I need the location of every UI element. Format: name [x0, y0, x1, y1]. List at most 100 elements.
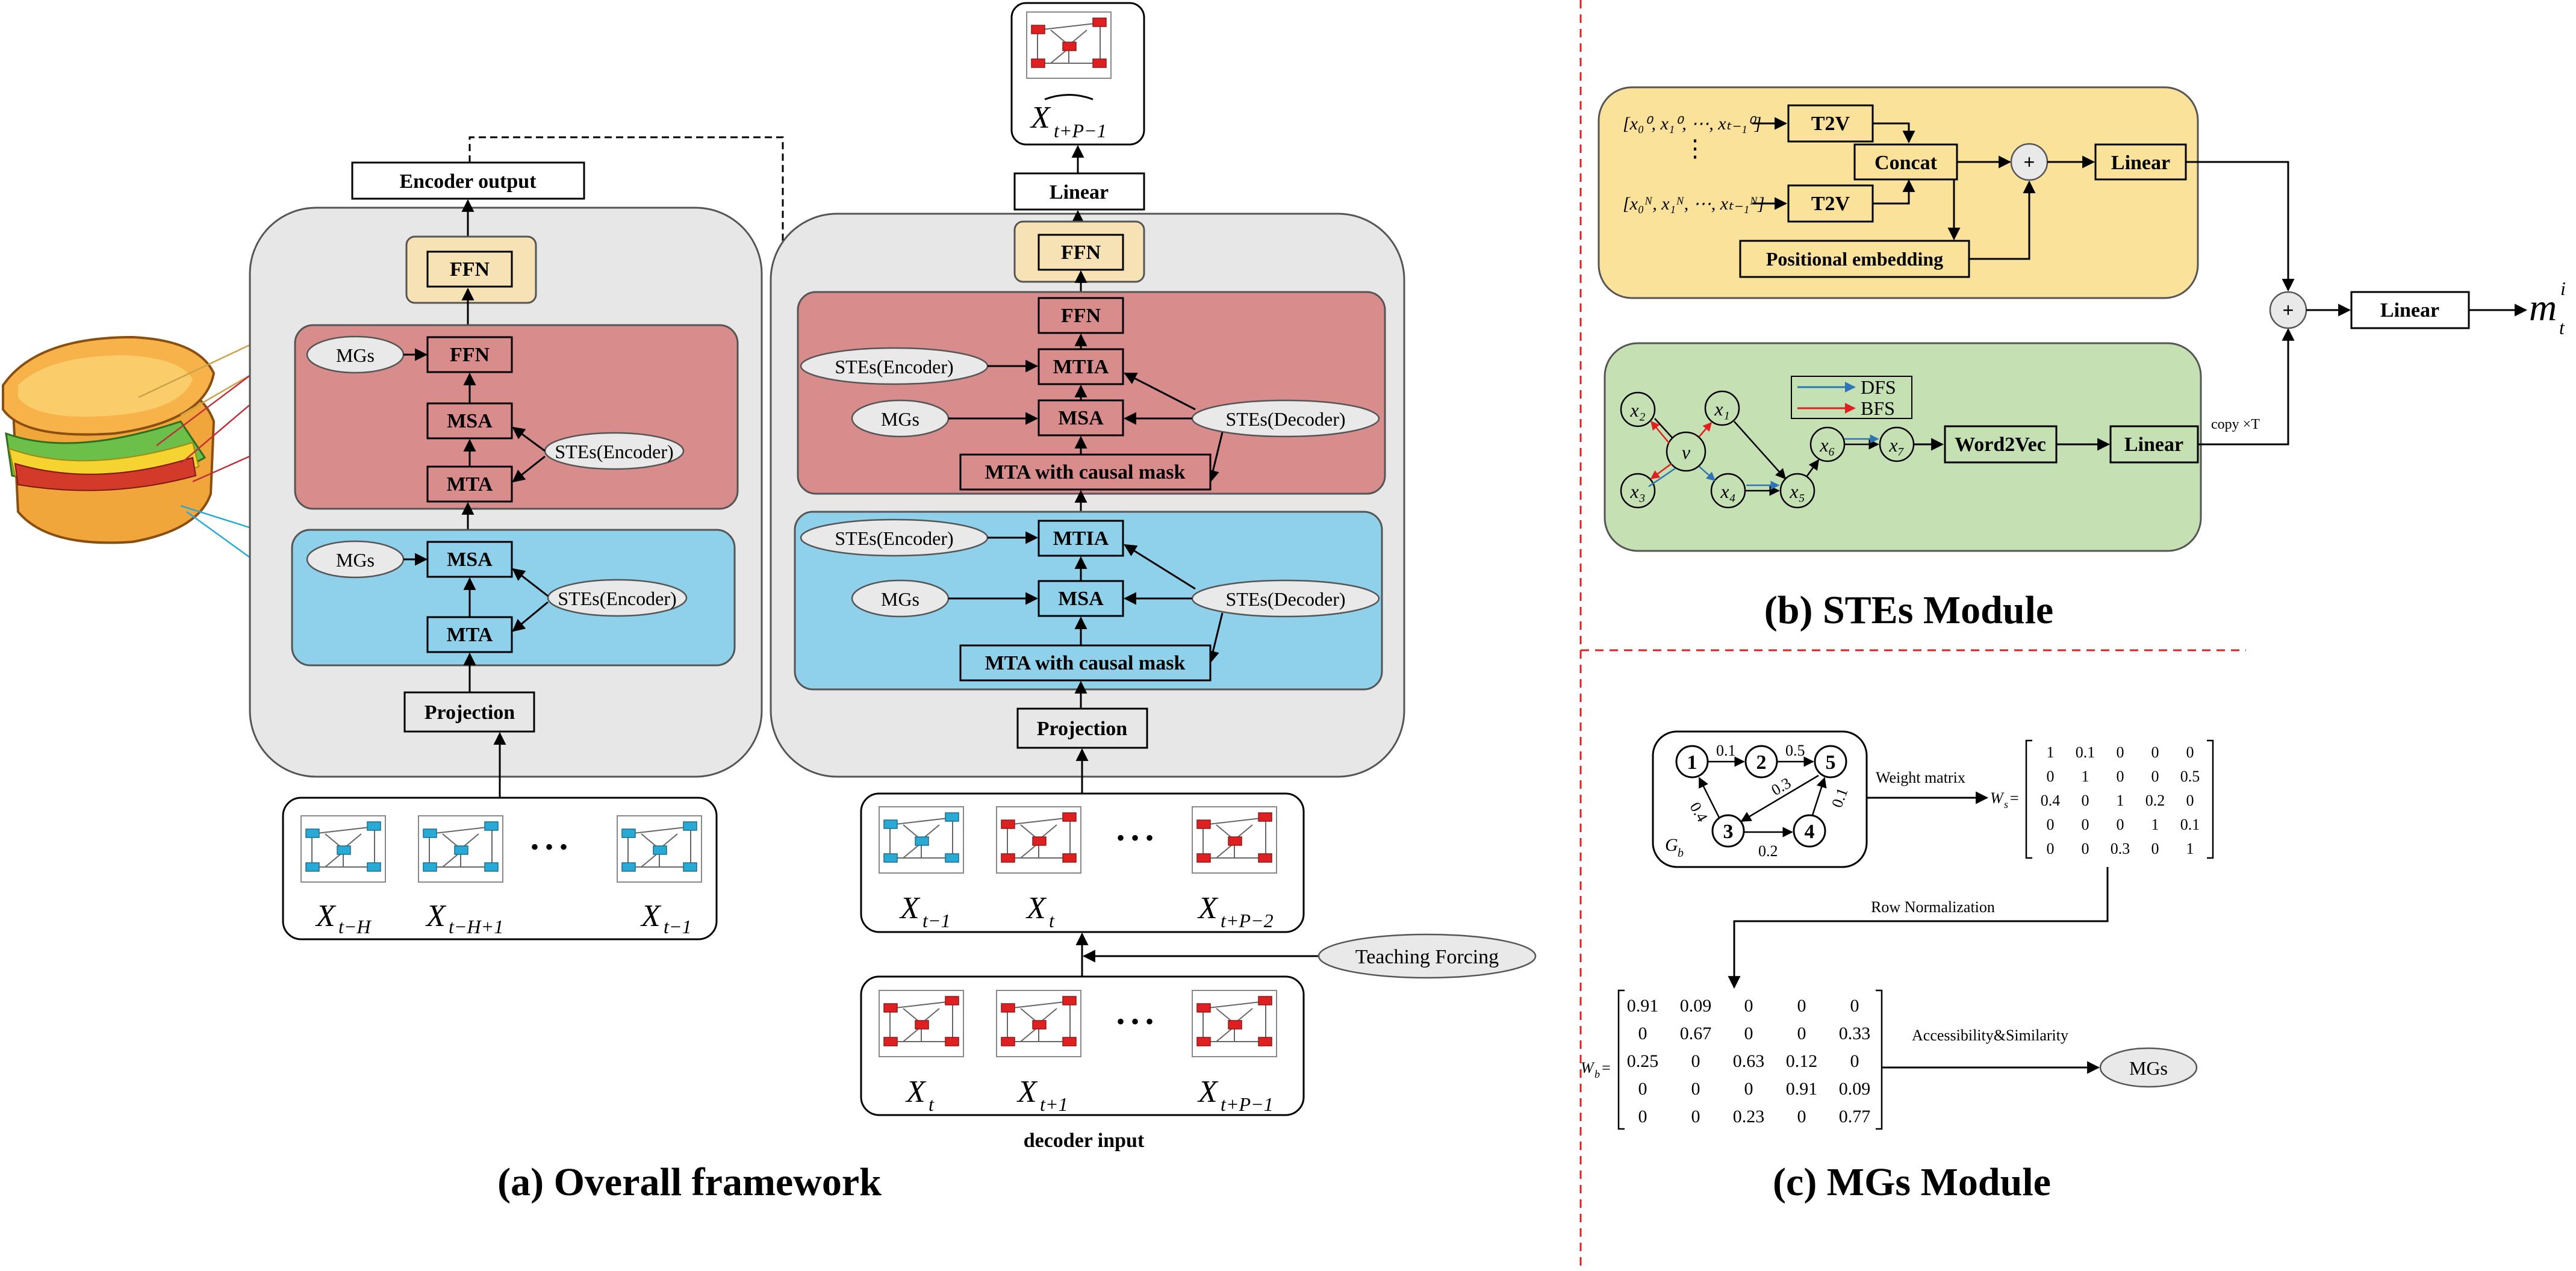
- encoder-red-ffn-box: [426, 336, 513, 373]
- encoder-red-msa-label: MSA: [447, 410, 493, 432]
- mgs-module: 1 2 5 3 4 0.1 0.5 0.4 0.3 0.1 0.2 G b We…: [1581, 730, 2214, 1130]
- ws-cell: 0: [2082, 840, 2089, 857]
- decoder-blue-mtia-box: [1038, 520, 1124, 557]
- svg-text:=: =: [1602, 1059, 1611, 1077]
- ws-cell: 0: [2151, 744, 2159, 761]
- encoder-output-label: Encoder output: [399, 170, 537, 193]
- mgs-node-3: 3: [1723, 821, 1734, 843]
- wb-cell: 0.09: [1839, 1079, 1871, 1099]
- encoder-output-box: [351, 161, 585, 200]
- wb-cell: 0: [1797, 996, 1806, 1016]
- encoder-ffn-top-box: [426, 250, 513, 288]
- mgs-node-5: 5: [1826, 751, 1836, 774]
- wb-cell: 0: [1691, 1051, 1700, 1071]
- encoder-ffn-top-label: FFN: [450, 258, 490, 281]
- stes-node-x6: x₆: [1819, 434, 1835, 456]
- decoder-projection-box: [1016, 707, 1148, 749]
- decoder-input-graph-1: [879, 806, 964, 874]
- decoder-red-mgs-label: MGs: [881, 408, 919, 430]
- stes-linear-top-box: [2094, 143, 2187, 181]
- mgs-ws-label: W: [1990, 789, 2005, 807]
- stes-copy-label: copy ×T: [2211, 417, 2260, 432]
- encoder-projection-box: [403, 691, 535, 733]
- encoder-blue-mta-label: MTA: [447, 624, 493, 646]
- ws-cell: 0: [2047, 840, 2055, 857]
- wb-cell: 0: [1744, 1024, 1753, 1043]
- decoder-input-graph-2: [996, 806, 1081, 874]
- decoder-blue-mtia-label: MTIA: [1053, 527, 1109, 550]
- stes-positional-box: [1739, 240, 1970, 278]
- svg-text:=: =: [2010, 789, 2019, 807]
- encoder-blue-msa-box: [426, 541, 513, 578]
- encoder-input-ellipsis: • • •: [530, 833, 568, 860]
- encoder-blue-stes-ellipse: [547, 579, 688, 617]
- ws-cell: 0: [2117, 816, 2124, 833]
- ws-cell: 0.1: [2076, 744, 2095, 761]
- wb-cell: 0.12: [1786, 1051, 1818, 1071]
- mgs-ws-sub: s: [2004, 798, 2008, 810]
- encoder-input-graph-3: [617, 815, 702, 883]
- encoder-input-graph-1: [300, 815, 386, 883]
- wb-cell: 0: [1691, 1079, 1700, 1099]
- wb-cell: 0: [1638, 1024, 1647, 1043]
- mgs-node-2: 2: [1756, 751, 1767, 774]
- encoder-red-msa-box: [426, 402, 513, 440]
- ws-cell: 0: [2151, 768, 2159, 785]
- decoder-red-mtia-label: MTIA: [1053, 356, 1109, 378]
- wb-cell: 0.23: [1733, 1107, 1765, 1126]
- mgs-edge-2-5: 0.5: [1785, 742, 1805, 759]
- mgs-output-ellipse: [2099, 1047, 2198, 1088]
- ws-cell: 1: [2082, 768, 2089, 785]
- decoder-red-msa-label: MSA: [1058, 407, 1104, 429]
- decoder-red-mtia-box: [1038, 348, 1124, 385]
- decoder-input2-sub-2: t+1: [1040, 1093, 1068, 1115]
- decoder-red-block: [797, 291, 1386, 495]
- encoder-blue-msa-label: MSA: [447, 548, 493, 571]
- decoder-input-label-1: X: [899, 891, 921, 925]
- mgs-wb-sub: b: [1594, 1068, 1600, 1080]
- stes-node-x2: x₂: [1629, 399, 1645, 421]
- stes-node-x5: x₅: [1789, 480, 1805, 502]
- decoder-input-graph-3: [1192, 806, 1277, 874]
- decoder-red-stes-enc-label: STEs(Encoder): [835, 356, 953, 378]
- decoder-ffn-top-box: [1038, 234, 1124, 271]
- stes-module: [x₀⁰, x₁⁰, ⋯, xₜ₋₁⁰] ⋮ [x₀ᴺ, x₁ᴺ, ⋯, xₜ₋…: [1598, 86, 2566, 552]
- ws-cell: 0: [2047, 816, 2055, 833]
- mgs-node-4: 4: [1805, 821, 1815, 843]
- wb-cell: 0.25: [1627, 1051, 1659, 1071]
- encoder-input-label-2: X: [425, 899, 447, 933]
- stes-node-x4: x₄: [1720, 480, 1735, 502]
- decoder-blue-mta-label: MTA with causal mask: [985, 652, 1186, 674]
- mgs-graph-label: G: [1665, 835, 1678, 855]
- stes-linear-bottom-label: Linear: [2124, 434, 2183, 456]
- decoder-input-ellipsis-1: • • •: [1116, 824, 1154, 851]
- stes-concat-label: Concat: [1874, 152, 1938, 174]
- stes-output-sup: i: [2560, 278, 2566, 299]
- decoder-output-graph: [1026, 11, 1112, 79]
- ws-cell: 0: [2117, 744, 2124, 761]
- encoder-input-sub-3: t−1: [664, 916, 691, 937]
- decoder-blue-stes-enc-label: STEs(Encoder): [835, 527, 953, 549]
- wb-cell: 0.91: [1627, 996, 1659, 1016]
- wb-cell: 0: [1638, 1079, 1647, 1099]
- mgs-access-label: Accessibility&Similarity: [1912, 1027, 2068, 1044]
- decoder-linear-label: Linear: [1050, 181, 1109, 204]
- wb-cell: 0: [1850, 1051, 1859, 1071]
- stes-vdots: ⋮: [1683, 135, 1707, 162]
- mgs-edge-3-4: 0.2: [1758, 842, 1778, 860]
- stes-node-x7: x₇: [1888, 434, 1904, 456]
- decoder-red-mta-box: [959, 453, 1212, 491]
- stes-word2vec-label: Word2Vec: [1955, 434, 2046, 456]
- ws-cell: 0: [2186, 744, 2194, 761]
- ws-cell: 1: [2047, 744, 2055, 761]
- encoder-blue-mta-box: [426, 616, 513, 653]
- stes-node-x3: x₃: [1629, 480, 1645, 502]
- wb-cell: 0.67: [1680, 1024, 1712, 1043]
- stes-linear-out-label: Linear: [2380, 299, 2439, 322]
- decoder-blue-stes-dec-label: STEs(Decoder): [1225, 588, 1345, 610]
- mgs-weight-matrix-label: Weight matrix: [1876, 769, 1965, 786]
- encoder-input-label-3: X: [640, 899, 662, 933]
